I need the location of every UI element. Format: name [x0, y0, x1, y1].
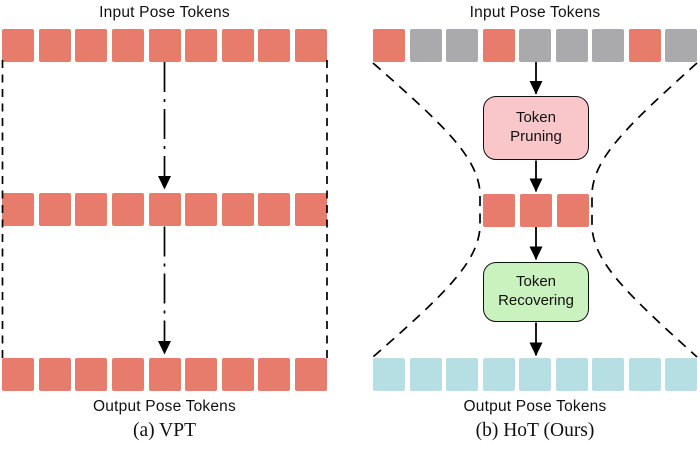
token-red	[221, 193, 254, 226]
token-gray	[519, 29, 551, 62]
token-cyan	[409, 358, 442, 391]
token-red	[111, 358, 144, 391]
panel-a-hidden-token-row	[2, 193, 327, 226]
token-red	[75, 29, 108, 62]
token-recovering-box: Token Recovering	[483, 262, 589, 322]
token-red	[2, 358, 34, 391]
token-red	[295, 193, 327, 226]
token-cyan	[519, 358, 551, 391]
token-red	[185, 193, 218, 226]
panel-b-output-token-row	[373, 358, 697, 391]
token-red	[295, 29, 327, 62]
token-gray	[446, 29, 478, 62]
token-red	[483, 194, 515, 227]
panel-a-output-token-row	[2, 358, 327, 391]
token-cyan	[592, 358, 624, 391]
hourglass-dashed-curve-right	[591, 62, 698, 358]
panel-a-input-title: Input Pose Tokens	[99, 4, 230, 21]
token-red	[38, 358, 71, 391]
token-red	[258, 193, 291, 226]
token-red	[258, 358, 291, 391]
token-red	[628, 29, 661, 62]
token-cyan	[373, 358, 405, 391]
token-red	[111, 193, 144, 226]
token-red	[2, 193, 34, 226]
token-red	[258, 29, 291, 62]
panel-b-caption: (b) HoT (Ours)	[475, 420, 595, 441]
token-red	[520, 194, 552, 227]
panel-b-input-token-row	[373, 29, 697, 62]
token-red	[373, 29, 405, 62]
token-cyan	[665, 358, 697, 391]
panel-b-pruned-token-row	[483, 194, 589, 227]
token-red	[221, 358, 254, 391]
token-red	[557, 194, 589, 227]
token-red	[38, 29, 71, 62]
token-cyan	[555, 358, 588, 391]
token-red	[2, 29, 34, 62]
token-gray	[409, 29, 442, 62]
token-red	[148, 29, 181, 62]
panel-a-output-label: Output Pose Tokens	[93, 398, 236, 415]
token-red	[148, 193, 181, 226]
panel-a-input-token-row	[2, 29, 327, 62]
token-pruning-box: Token Pruning	[483, 96, 589, 160]
token-cyan	[446, 358, 478, 391]
token-red	[221, 29, 254, 62]
hourglass-dashed-curve-left	[372, 62, 481, 358]
token-gray	[592, 29, 624, 62]
token-red	[148, 358, 181, 391]
panel-a-caption: (a) VPT	[132, 420, 196, 441]
token-red	[111, 29, 144, 62]
token-red	[295, 358, 327, 391]
token-cyan	[628, 358, 661, 391]
token-gray	[665, 29, 697, 62]
token-red	[75, 193, 108, 226]
panel-b-input-title: Input Pose Tokens	[469, 4, 601, 21]
token-red	[38, 193, 71, 226]
token-cyan	[482, 358, 515, 391]
token-gray	[555, 29, 588, 62]
panel-b-output-label: Output Pose Tokens	[463, 398, 607, 415]
token-red	[482, 29, 515, 62]
token-red	[75, 358, 108, 391]
token-red	[185, 358, 218, 391]
token-red	[185, 29, 218, 62]
